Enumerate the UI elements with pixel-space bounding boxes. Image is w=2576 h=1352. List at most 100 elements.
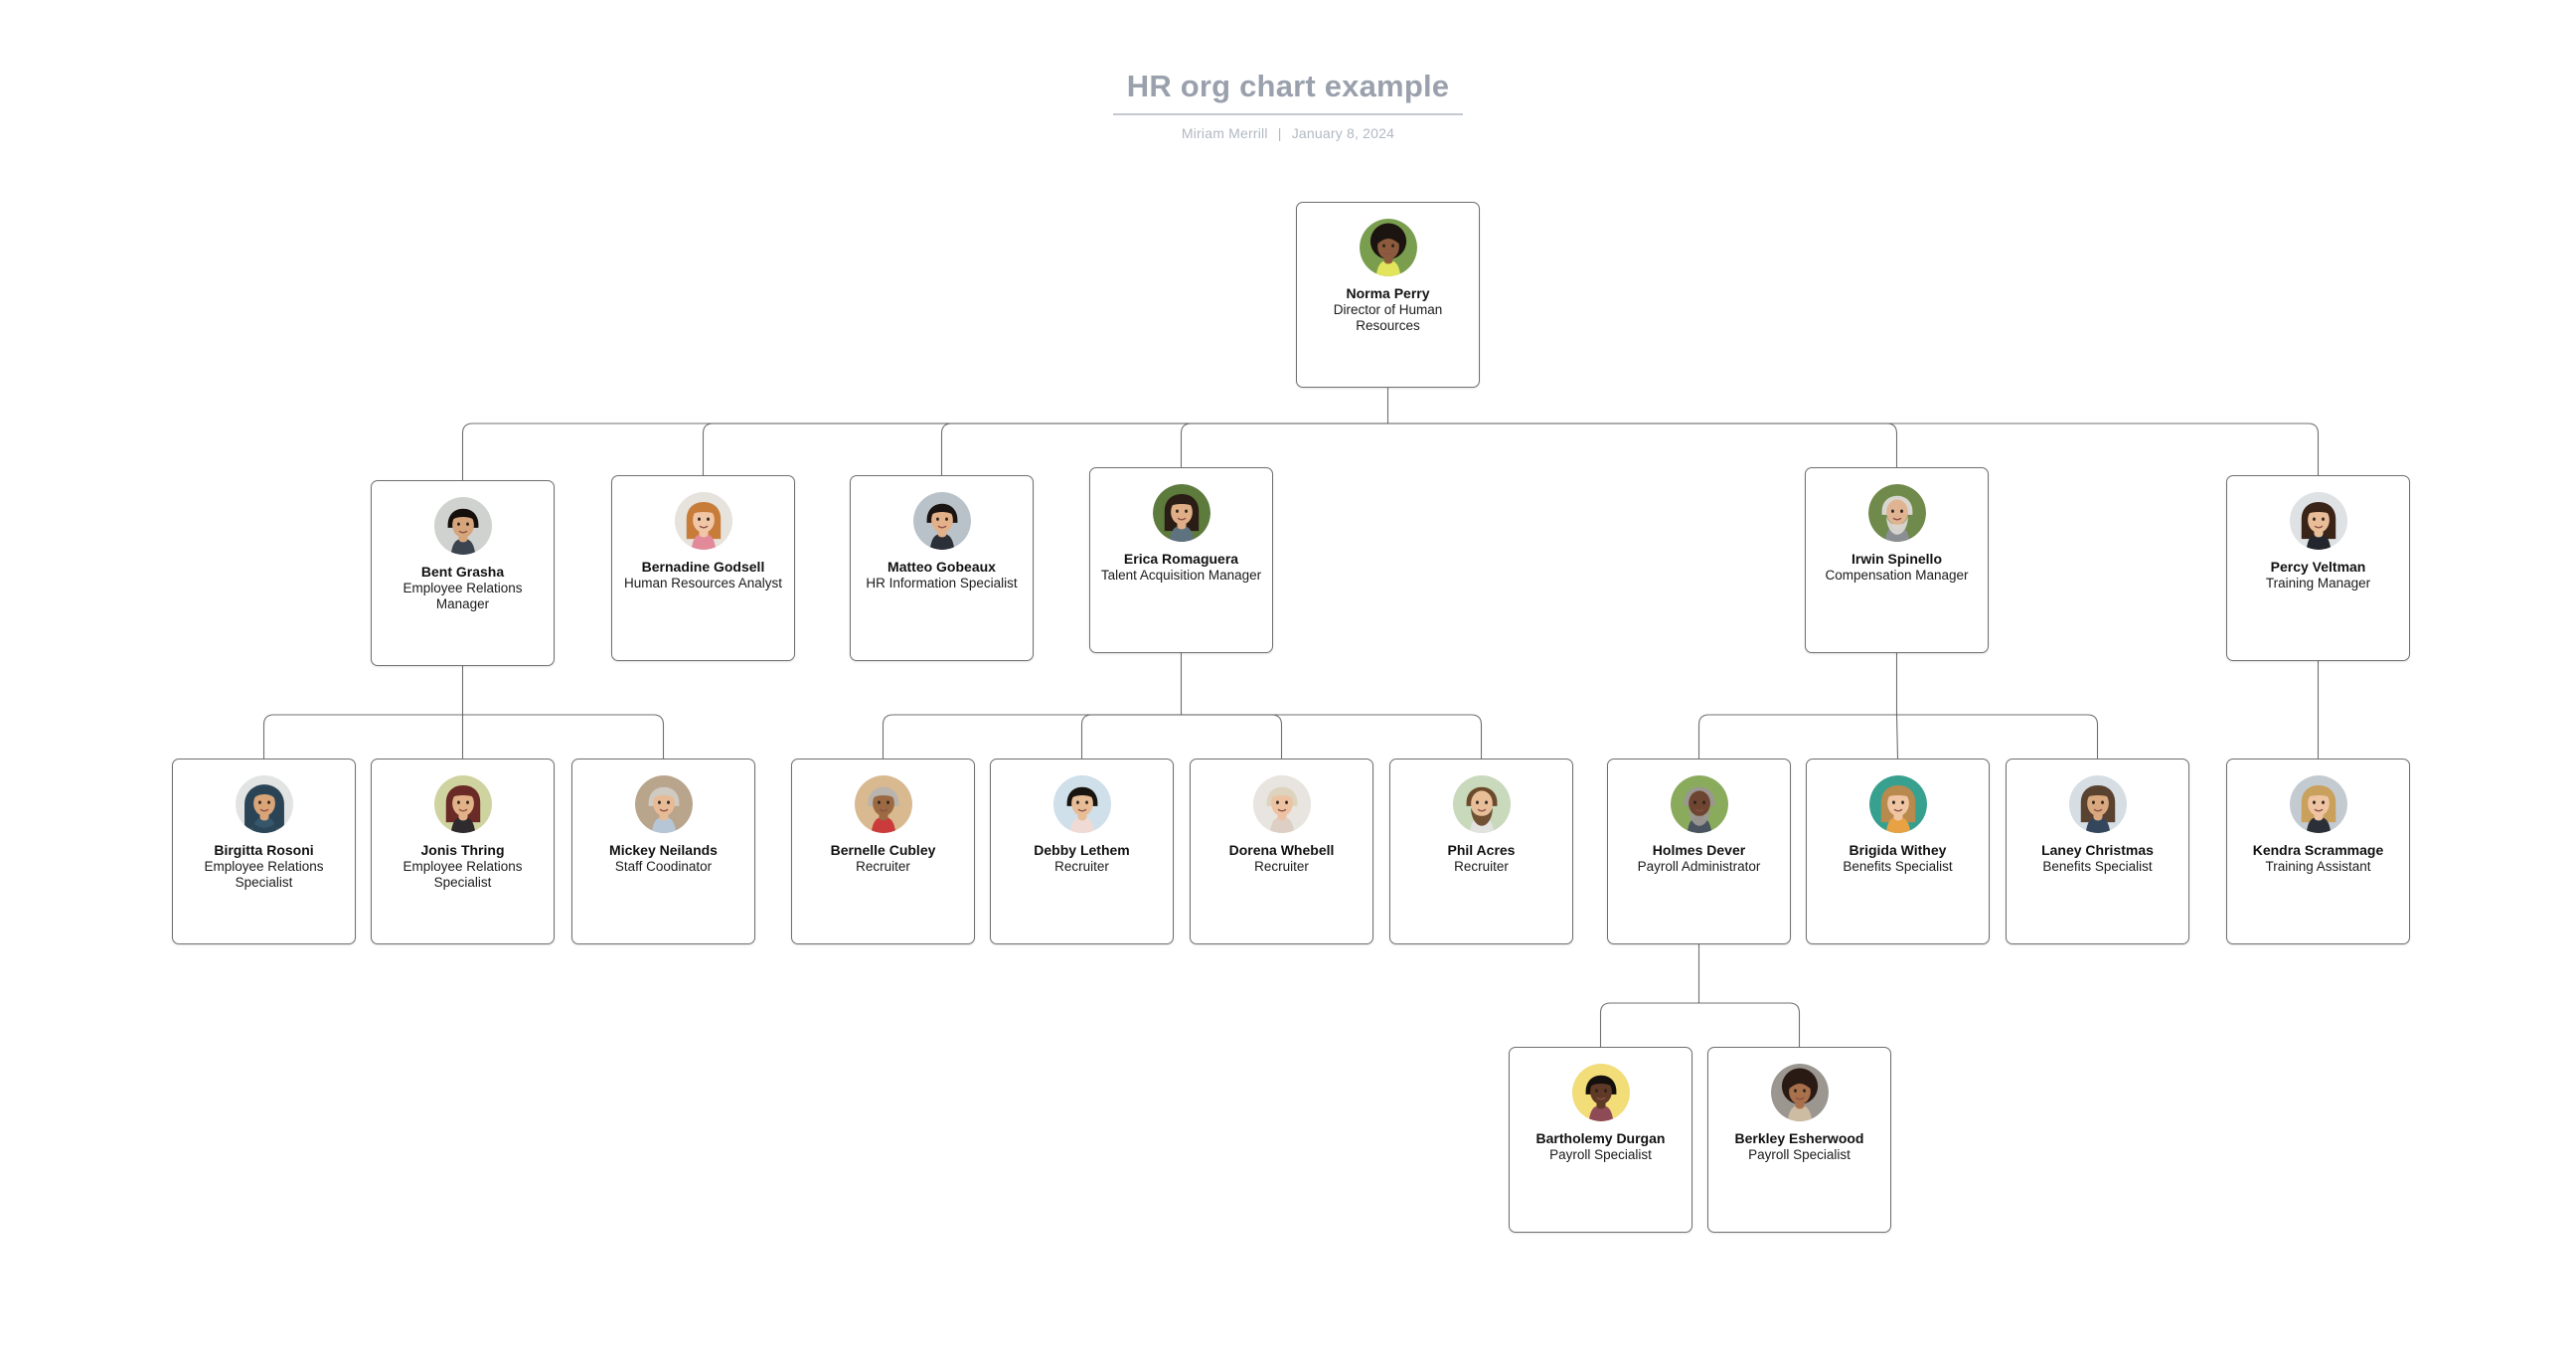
org-node-name: Berkley Esherwood: [1734, 1130, 1864, 1146]
connector-path: [1896, 714, 2099, 759]
org-node-title: Payroll Specialist: [1748, 1147, 1851, 1163]
connector-path: [462, 714, 665, 759]
org-node-title: Human Resources Analyst: [623, 576, 783, 592]
connector-path: [882, 714, 1182, 759]
org-node-name: Erica Romaguera: [1123, 551, 1239, 567]
org-node-title: Director of Human Resources: [1333, 302, 1443, 333]
avatar-jonis-thring-icon: [433, 775, 492, 833]
avatar-kendra-scrammage-icon: [2289, 775, 2347, 833]
org-node-title: Payroll Specialist: [1549, 1147, 1652, 1163]
org-node-title: Recruiter: [856, 859, 910, 875]
avatar-phil-acres-icon: [1452, 775, 1511, 833]
document-header: HR org chart example Miriam Merrill | Ja…: [0, 69, 2576, 141]
org-node-name: Bernelle Cubley: [830, 842, 936, 858]
connector-path: [1387, 422, 1898, 467]
connector-path: [1181, 714, 1283, 759]
avatar-berkley-esherwood-icon: [1770, 1064, 1829, 1121]
org-node-name: Irwin Spinello: [1851, 551, 1942, 567]
org-node-title: Training Assistant: [2265, 859, 2371, 875]
org-node-title: Benefits Specialist: [1843, 859, 1953, 875]
connector-path: [1697, 714, 1897, 759]
avatar-erica-romaguera-icon: [1152, 484, 1210, 542]
org-node-name: Phil Acres: [1447, 842, 1516, 858]
org-node-title: Training Manager: [2265, 576, 2371, 592]
avatar-birgitta-rosoni-icon: [235, 775, 293, 833]
avatar-bent-grasha-icon: [433, 497, 492, 555]
org-node-title: HR Information Specialist: [866, 576, 1018, 592]
connector-path: [1599, 1002, 1699, 1047]
org-node-title: Talent Acquisition Manager: [1100, 568, 1262, 584]
org-node-title: Employee Relations Specialist: [204, 859, 324, 890]
connector-path: [1181, 714, 1483, 759]
avatar-dorena-whebell-icon: [1252, 775, 1311, 833]
org-node-name: Bent Grasha: [420, 564, 505, 580]
org-node-title: Employee Relations Specialist: [402, 859, 523, 890]
org-node-name: Bernadine Godsell: [641, 559, 765, 575]
connector-path: [1895, 714, 1899, 760]
org-node-title: Benefits Specialist: [2042, 859, 2153, 875]
org-node-name: Holmes Dever: [1652, 842, 1746, 858]
org-node-title: Recruiter: [1454, 859, 1509, 875]
connector-path: [702, 422, 1388, 475]
connector-path: [262, 714, 463, 759]
avatar-bernadine-godsell-icon: [674, 492, 732, 550]
org-node-name: Brigida Withey: [1849, 842, 1947, 858]
page-title: HR org chart example: [1112, 69, 1464, 116]
byline: Miriam Merrill | January 8, 2024: [0, 125, 2576, 141]
org-node-name: Percy Veltman: [2270, 559, 2366, 575]
org-node-name: Norma Perry: [1346, 285, 1430, 301]
org-node-name: Dorena Whebell: [1228, 842, 1335, 858]
org-node-name: Kendra Scrammage: [2252, 842, 2384, 858]
avatar-holmes-dever-icon: [1670, 775, 1728, 833]
org-node-name: Debby Lethem: [1034, 842, 1130, 858]
org-node-name: Laney Christmas: [2041, 842, 2154, 858]
org-node-name: Jonis Thring: [420, 842, 505, 858]
connector-path: [1698, 1002, 1801, 1047]
byline-date: January 8, 2024: [1291, 125, 1395, 142]
org-node-title: Recruiter: [1054, 859, 1109, 875]
byline-author: Miriam Merrill: [1181, 125, 1268, 142]
org-node-title: Payroll Administrator: [1637, 859, 1761, 875]
avatar-debby-lethem-icon: [1052, 775, 1111, 833]
avatar-laney-christmas-icon: [2068, 775, 2127, 833]
org-node-title: Recruiter: [1254, 859, 1309, 875]
org-node-title: Compensation Manager: [1825, 568, 1969, 584]
avatar-mickey-neilands-icon: [634, 775, 693, 833]
avatar-bernelle-cubley-icon: [854, 775, 912, 833]
avatar-norma-perry-icon: [1359, 219, 1417, 276]
avatar-matteo-gobeaux-icon: [912, 492, 971, 550]
org-node-name: Matteo Gobeaux: [887, 559, 996, 575]
connector-path: [1180, 422, 1388, 467]
byline-separator: |: [1277, 125, 1282, 142]
org-node-name: Bartholemy Durgan: [1535, 1130, 1666, 1146]
org-node-name: Mickey Neilands: [609, 842, 718, 858]
connector-path: [1080, 714, 1182, 759]
avatar-brigida-withey-icon: [1868, 775, 1927, 833]
avatar-bartholemy-durgan-icon: [1571, 1064, 1630, 1121]
org-node-name: Birgitta Rosoni: [214, 842, 314, 858]
avatar-percy-veltman-icon: [2289, 492, 2347, 550]
avatar-irwin-spinello-icon: [1867, 484, 1926, 542]
